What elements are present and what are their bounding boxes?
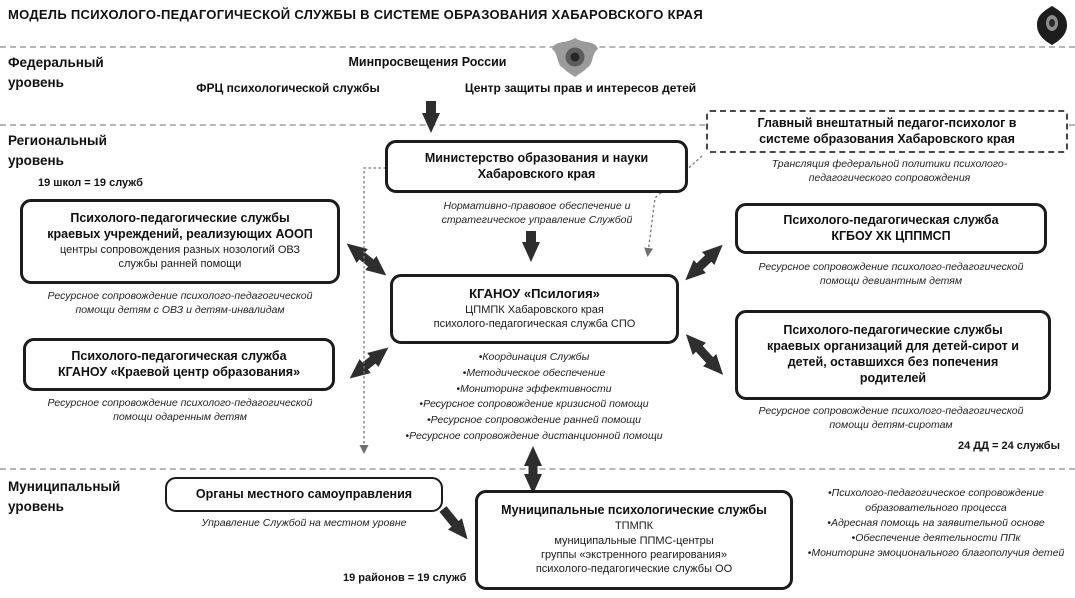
aoop-title-line2: краевых учреждений, реализующих АООП bbox=[47, 227, 313, 242]
psilogiya-function-item: •Методическое обеспечение bbox=[462, 366, 606, 379]
psilogiya-function-item: •Координация Службы bbox=[478, 351, 590, 363]
federal-child-rights-center-label: Центр защиты прав и интересов детей bbox=[464, 81, 697, 95]
schools-note: 19 школ = 19 служб bbox=[38, 177, 143, 189]
orphans-title-line4: родителей bbox=[859, 370, 927, 385]
municipal-line3: группы «экстренного реагирования» bbox=[541, 548, 727, 561]
local-government-box: Органы местного самоуправления bbox=[165, 477, 443, 512]
orphans-title-line2: краевых организаций для детей-сирот и bbox=[767, 339, 1019, 354]
ministry-title-line1: Министерство образования и науки bbox=[424, 150, 649, 165]
divider-title-federal bbox=[0, 46, 1075, 48]
psilogiya-function-item: •Ресурсное сопровождение дистанционной п… bbox=[405, 429, 663, 442]
chief-psychologist-box: Главный внештатный педагог-психолог в си… bbox=[706, 110, 1068, 153]
aoop-title-line1: Психолого-педагогические службы bbox=[70, 211, 290, 226]
psilogiya-function-item: •Ресурсное сопровождение кризисной помощ… bbox=[419, 398, 649, 411]
level-label-federal: Федеральный уровень bbox=[8, 55, 104, 90]
districts-note: 19 районов = 19 служб bbox=[343, 572, 467, 584]
orphans-caption: Ресурсное сопровождение психолого-педаго… bbox=[758, 405, 1024, 431]
kco-title-line1: Психолого-педагогическая служба bbox=[71, 348, 287, 363]
arrow-psilogiya-orphans-icon bbox=[685, 334, 724, 375]
municipal-title: Муниципальные психологические службы bbox=[501, 503, 767, 518]
orphans-title-line3: детей, оставшихся без попечения bbox=[787, 355, 999, 369]
local-gov-caption: Управление Службой на местном уровне bbox=[201, 517, 407, 529]
orphans-services-box: Психолого-педагогические службы краевых … bbox=[735, 310, 1051, 400]
russia-coat-of-arms-icon bbox=[552, 38, 598, 77]
corner-logo-icon bbox=[1037, 6, 1067, 45]
aoop-caption: Ресурсное сопровождение психолого-педаго… bbox=[47, 290, 313, 316]
kco-caption: Ресурсное сопровождение психолого-педаго… bbox=[47, 397, 313, 423]
municipal-line1: ТПМПК bbox=[614, 520, 654, 533]
orphans-title-line1: Психолого-педагогические службы bbox=[783, 323, 1003, 338]
municipal-function-item: •Адресная помощь на заявительной основе bbox=[827, 516, 1045, 529]
cppmsp-title-line2: КГБОУ ХК ЦППМСП bbox=[831, 228, 951, 243]
cppmsp-box: Психолого-педагогическая служба КГБОУ ХК… bbox=[735, 203, 1047, 254]
chief-title-line2: системе образования Хабаровского края bbox=[759, 131, 1015, 146]
psilogiya-box: КГАНОУ «Псилогия» ЦПМПК Хабаровского кра… bbox=[390, 274, 679, 344]
level-label-municipal: Муниципальный уровень bbox=[8, 479, 121, 514]
dotted-ministry-to-localgov-icon bbox=[359, 167, 386, 454]
psilogiya-function-item: •Ресурсное сопровождение ранней помощи bbox=[426, 414, 642, 426]
psilogiya-functions-list: •Координация Службы •Методическое обеспе… bbox=[384, 350, 684, 445]
municipal-function-item: •Обеспечение деятельности ППк bbox=[851, 531, 1021, 544]
kco-box: Психолого-педагогическая служба КГАНОУ «… bbox=[23, 338, 335, 391]
diagram-title: МОДЕЛЬ ПСИХОЛОГО-ПЕДАГОГИЧЕСКОЙ СЛУЖБЫ В… bbox=[8, 7, 703, 22]
psilogiya-sub-line1: ЦПМПК Хабаровского края bbox=[465, 303, 604, 316]
cppmsp-caption: Ресурсное сопровождение психолого-педаго… bbox=[758, 261, 1024, 287]
aoop-sub-line1: центры сопровождения разных нозологий ОВ… bbox=[59, 244, 300, 257]
arrow-kco-psilogiya-icon bbox=[349, 347, 389, 379]
municipal-function-item: •Мониторинг эмоционального благополучия … bbox=[807, 546, 1065, 559]
municipal-line2: муниципальные ППМС-центры bbox=[554, 534, 714, 547]
psilogiya-title: КГАНОУ «Псилогия» bbox=[469, 286, 600, 302]
psilogiya-sub-line2: психолого-педагогическая служба СПО bbox=[433, 318, 636, 331]
chief-caption: Трансляция федеральной политики психолог… bbox=[771, 158, 1008, 184]
orphans-note: 24 ДД = 24 службы bbox=[958, 440, 1060, 452]
municipal-functions-list: •Психолого-педагогическое сопровождение … bbox=[800, 486, 1072, 561]
ministry-title-line2: Хабаровского края bbox=[477, 166, 596, 181]
local-gov-title: Органы местного самоуправления bbox=[195, 486, 413, 501]
level-label-regional: Региональный уровень bbox=[8, 133, 107, 168]
arrow-localgov-municipal-icon bbox=[439, 506, 468, 540]
aoop-sub-line2: службы ранней помощи bbox=[118, 258, 242, 271]
municipal-line4: психолого-педагогические службы ОО bbox=[535, 563, 733, 576]
aoop-services-box: Психолого-педагогические службы краевых … bbox=[20, 199, 340, 284]
kco-title-line2: КГАНОУ «Краевой центр образования» bbox=[57, 364, 301, 379]
municipal-services-box: Муниципальные психологические службы ТПМ… bbox=[475, 490, 793, 590]
ministry-caption: Нормативно-правовое обеспечение и страте… bbox=[441, 200, 633, 226]
psilogiya-function-item: •Мониторинг эффективности bbox=[456, 382, 612, 395]
municipal-function-item: •Психолого-педагогическое сопровождение … bbox=[827, 487, 1045, 514]
cppmsp-title-line1: Психолого-педагогическая служба bbox=[783, 212, 999, 227]
chief-title-line1: Главный внештатный педагог-психолог в bbox=[757, 115, 1017, 130]
federal-frc-label: ФРЦ психологической службы bbox=[196, 81, 380, 95]
arrow-aoop-psilogiya-icon bbox=[346, 243, 387, 276]
federal-minpros-label: Минпросвещения России bbox=[348, 55, 507, 69]
arrow-psilogiya-cppmsp-icon bbox=[685, 244, 723, 281]
ministry-box: Министерство образования и науки Хабаров… bbox=[385, 140, 688, 193]
divider-federal-regional bbox=[0, 124, 1075, 126]
